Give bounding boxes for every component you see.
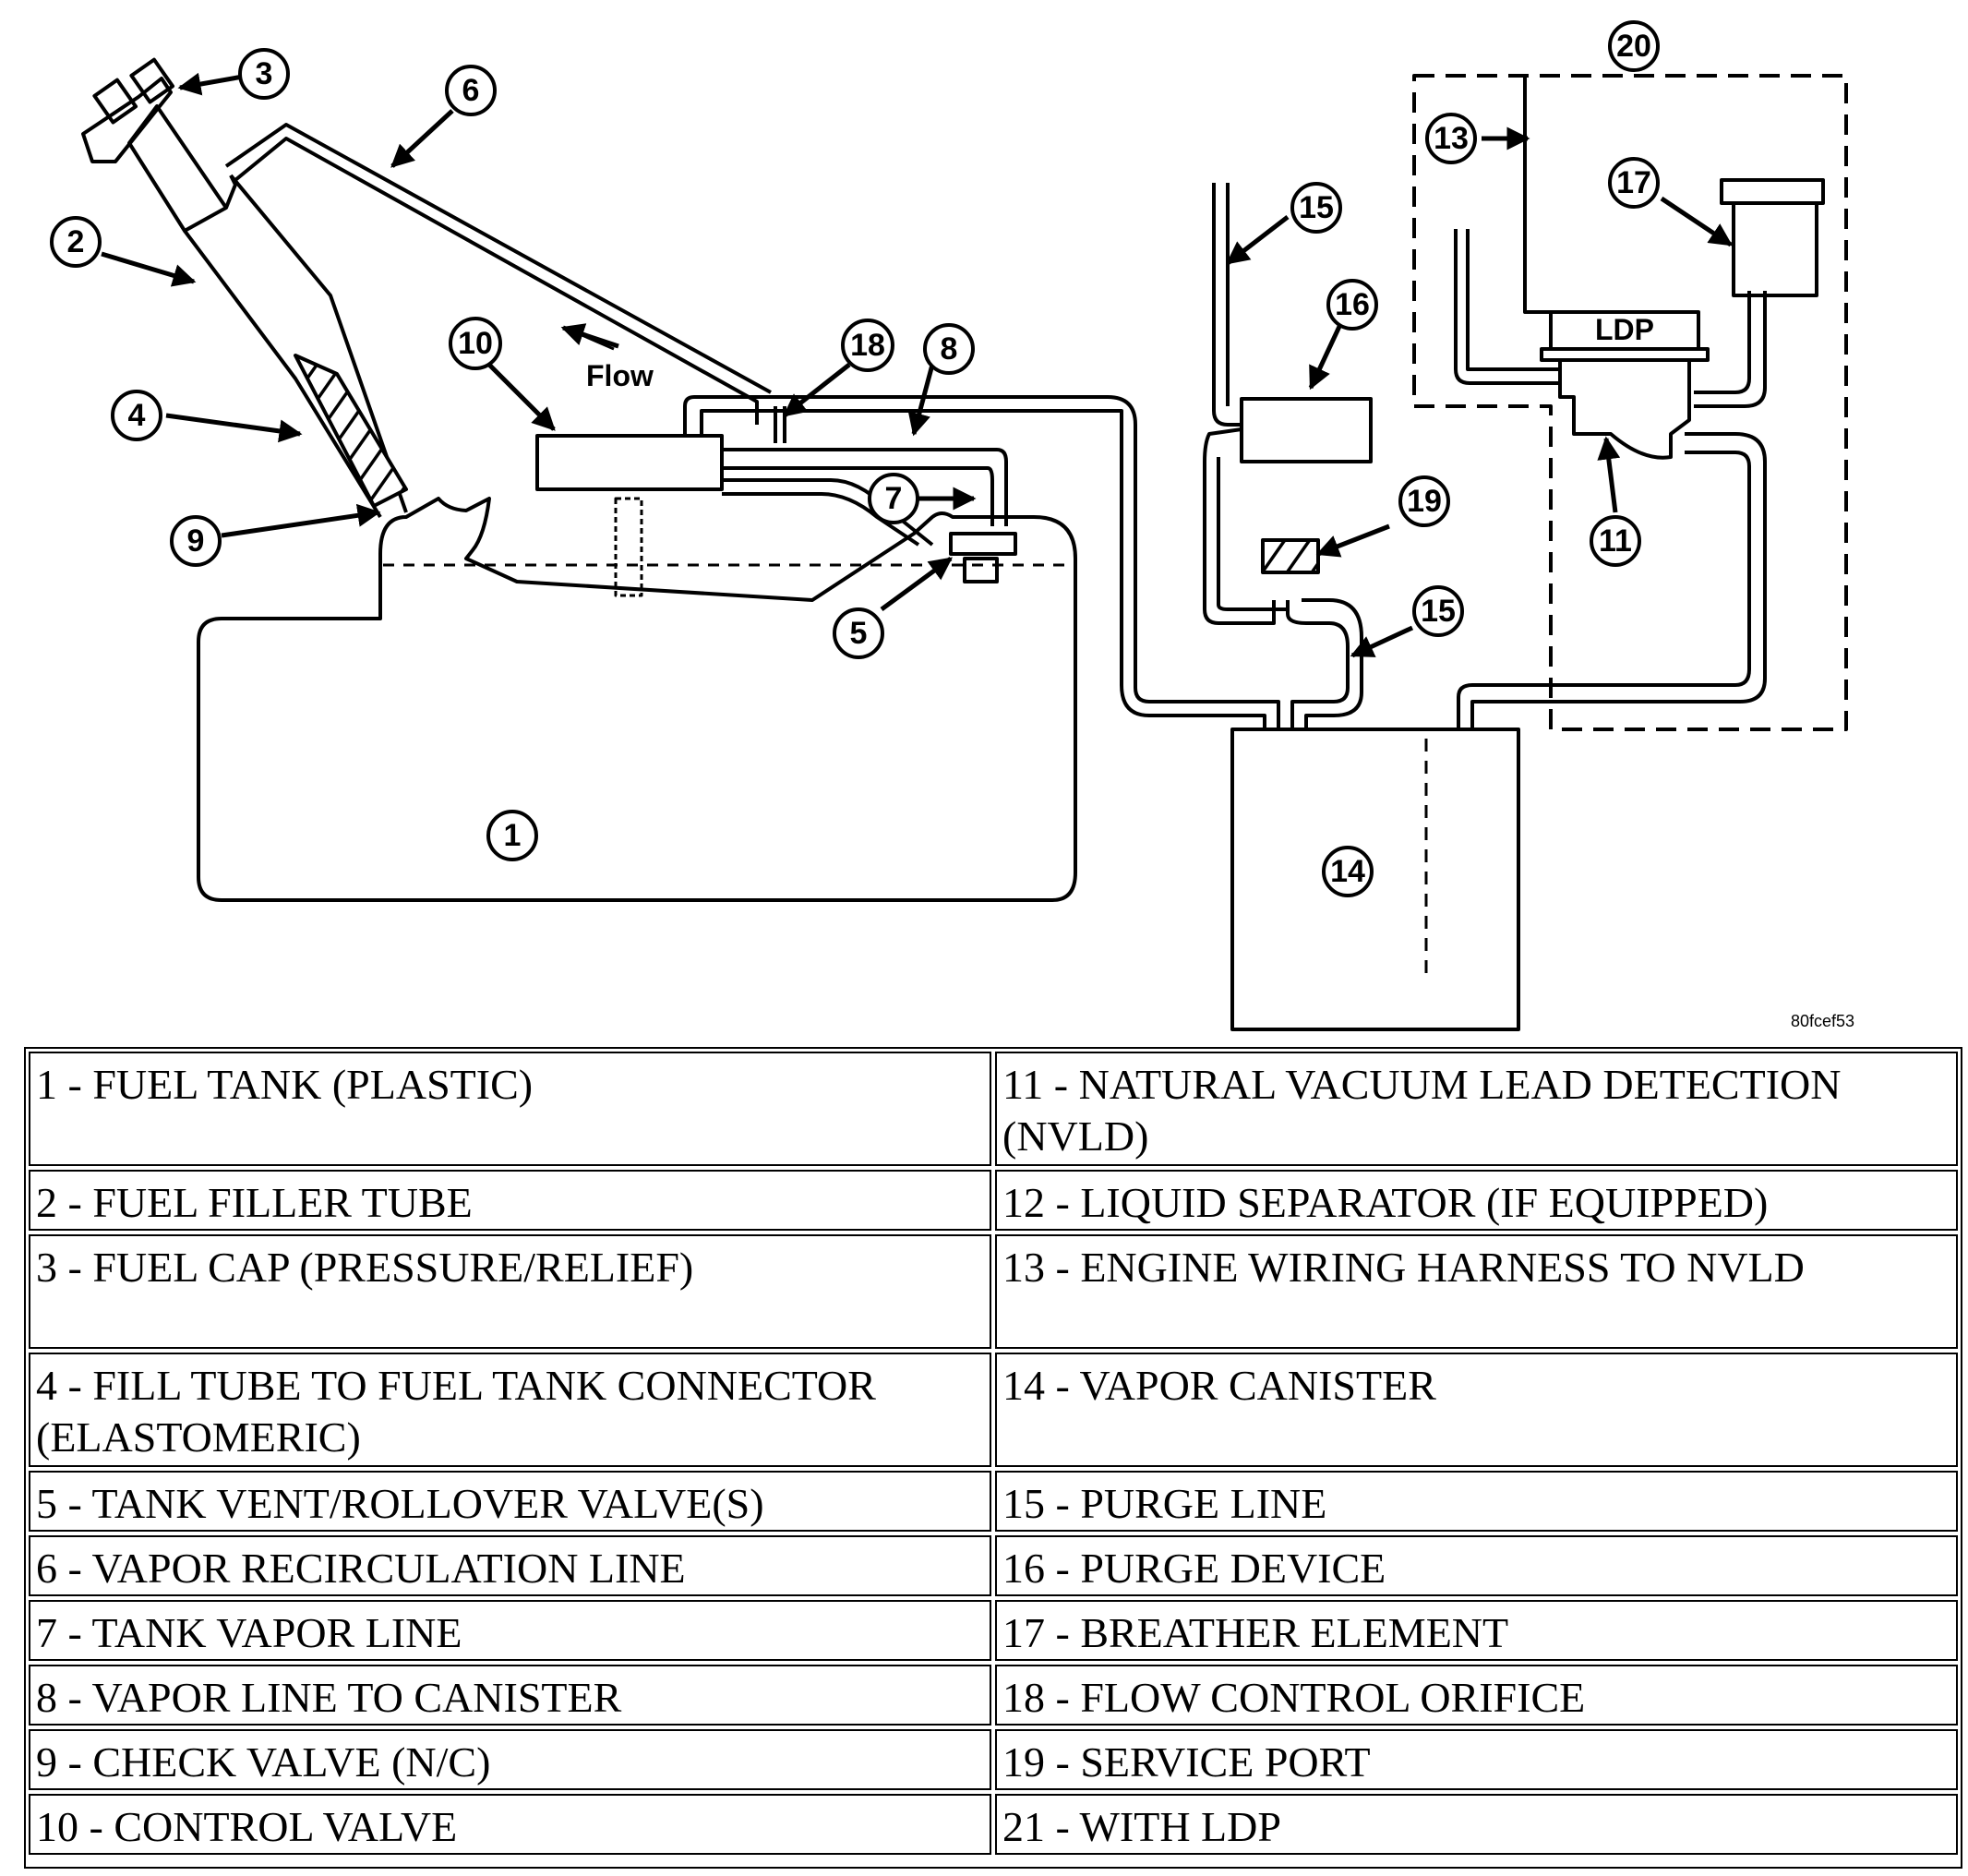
legend-cell: 16 - PURGE DEVICE: [995, 1535, 1958, 1596]
fill-tube-connector: [294, 354, 408, 508]
callout-1: 1: [504, 818, 522, 853]
legend-cell: 15 - PURGE LINE: [995, 1471, 1958, 1532]
legend-cell: 8 - VAPOR LINE TO CANISTER: [29, 1665, 991, 1726]
fuel-tank: [197, 497, 1077, 902]
callout-11: 11: [1599, 523, 1632, 559]
breather-element: [1720, 178, 1825, 297]
legend-cell: 6 - VAPOR RECIRCULATION LINE: [29, 1535, 991, 1596]
callout-16: 16: [1335, 287, 1370, 322]
callout-10: 10: [458, 326, 493, 361]
ldp-boundary: [1412, 74, 1848, 731]
callout-6: 6: [462, 73, 480, 108]
image-code: 80fcef53: [1791, 1012, 1854, 1030]
purge-device: [1240, 397, 1373, 463]
callout-14: 14: [1330, 854, 1365, 889]
callout-3: 3: [256, 56, 273, 91]
legend-cell: 7 - TANK VAPOR LINE: [29, 1600, 991, 1661]
vapor-recirculation-line: [224, 123, 772, 425]
legend-cell: 10 - CONTROL VALVE: [29, 1794, 991, 1855]
callout-8: 8: [941, 331, 958, 367]
evap-system-diagram: 1 2 3 4 5 6 7 8 9 10 11 13 14 15 15 16 1…: [50, 20, 1854, 1031]
legend-table: 1 - FUEL TANK (PLASTIC) 11 - NATURAL VAC…: [24, 1047, 1962, 1869]
legend-cell: 4 - FILL TUBE TO FUEL TANK CONNECTOR (EL…: [29, 1353, 991, 1467]
purge-line: [1203, 183, 1363, 729]
fuel-cap: [81, 57, 175, 163]
service-port: [1261, 538, 1320, 574]
nvld-ldp-unit: [1540, 310, 1710, 460]
ldp-label: LDP: [1595, 313, 1654, 346]
legend-cell: 18 - FLOW CONTROL ORIFICE: [995, 1665, 1958, 1726]
legend-cell: 19 - SERVICE PORT: [995, 1729, 1958, 1790]
callout-19: 19: [1407, 484, 1442, 519]
legend-cell: 13 - ENGINE WIRING HARNESS TO NVLD: [995, 1234, 1958, 1349]
callout-7: 7: [885, 481, 903, 516]
callout-13: 13: [1434, 121, 1469, 156]
fuel-filler-tube: [183, 174, 408, 519]
callout-4: 4: [128, 398, 146, 433]
flow-label: Flow: [586, 359, 654, 392]
legend-cell: 14 - VAPOR CANISTER: [995, 1353, 1958, 1467]
callout-9: 9: [187, 523, 205, 559]
vapor-canister: [1230, 728, 1520, 1031]
callout-17: 17: [1616, 165, 1651, 200]
legend-cell: 17 - BREATHER ELEMENT: [995, 1600, 1958, 1661]
flow-arrow-icon: [563, 326, 615, 351]
callout-20: 20: [1616, 29, 1651, 64]
legend-cell: 12 - LIQUID SEPARATOR (IF EQUIPPED): [995, 1170, 1958, 1231]
callout-15-bottom: 15: [1421, 594, 1456, 629]
legend-cell: 1 - FUEL TANK (PLASTIC): [29, 1052, 991, 1166]
legend-cell: 21 - WITH LDP: [995, 1794, 1958, 1855]
legend-cell: 2 - FUEL FILLER TUBE: [29, 1170, 991, 1231]
control-valve: [535, 434, 724, 491]
legend-cell: 5 - TANK VENT/ROLLOVER VALVE(S): [29, 1471, 991, 1532]
legend-cell: 11 - NATURAL VACUUM LEAD DETECTION (NVLD…: [995, 1052, 1958, 1166]
callout-5: 5: [850, 616, 868, 651]
callout-2: 2: [67, 224, 85, 259]
legend-cell: 3 - FUEL CAP (PRESSURE/RELIEF): [29, 1234, 991, 1349]
rollover-valve: [949, 532, 1017, 583]
engine-wiring-harness: [1523, 76, 1551, 314]
legend-cell: 9 - CHECK VALVE (N/C): [29, 1729, 991, 1790]
callout-18: 18: [850, 328, 885, 363]
vapor-line-to-canister: [683, 395, 1280, 729]
callout-15-top: 15: [1299, 190, 1334, 225]
